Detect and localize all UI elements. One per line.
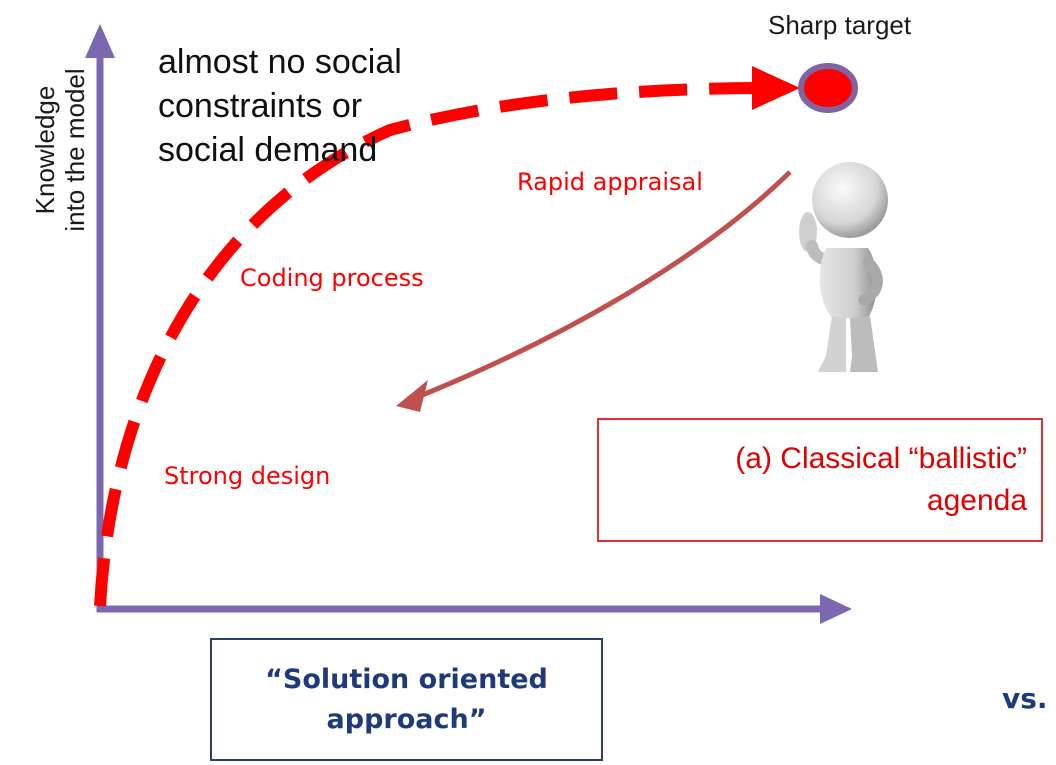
strong-design-label: Strong design	[164, 462, 331, 490]
sharp-target-icon	[798, 63, 858, 113]
note-line3: social demand	[158, 131, 378, 169]
y-axis-arrowhead	[85, 24, 115, 58]
y-axis-label: Knowledge into the model	[30, 10, 90, 290]
y-axis-label-line1: Knowledge	[30, 85, 60, 215]
classical-agenda-line1: (a) Classical “ballistic”	[735, 442, 1027, 475]
note-line2: constraints or	[158, 87, 363, 125]
vs-label: vs.	[1002, 682, 1048, 715]
coding-process-label: Coding process	[240, 264, 424, 292]
return-arrow	[409, 170, 792, 403]
solution-oriented-line2: approach”	[326, 704, 487, 735]
rapid-appraisal-label: Rapid appraisal	[517, 168, 703, 196]
x-axis-arrowhead	[820, 594, 852, 624]
sharp-target-label: Sharp target	[768, 10, 912, 40]
social-constraints-note: almost no social constraints or social d…	[158, 40, 402, 172]
trajectory-dashed-path	[94, 82, 771, 607]
figure-person-icon	[799, 162, 888, 372]
solution-oriented-box: “Solution oriented approach”	[210, 638, 603, 761]
y-axis-label-line2: into the model	[60, 68, 90, 232]
classical-agenda-line2: agenda	[926, 484, 1027, 517]
classical-agenda-box: (a) Classical “ballistic” agenda	[597, 418, 1043, 542]
solution-oriented-line1: “Solution oriented	[265, 664, 548, 695]
return-arrowhead	[396, 380, 428, 412]
note-line1: almost no social	[158, 43, 402, 81]
trajectory-arrowhead	[752, 66, 800, 110]
